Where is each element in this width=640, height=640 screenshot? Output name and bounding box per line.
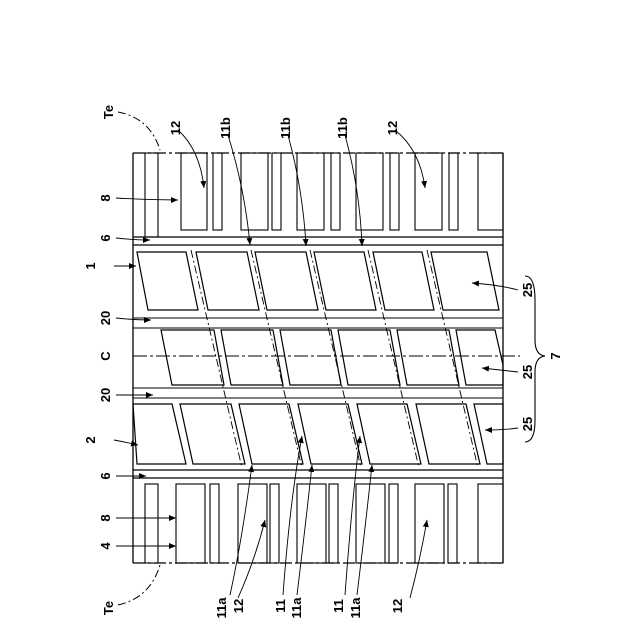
label-11b-a: 11b [218, 117, 233, 139]
center-land-region [133, 250, 503, 468]
label-8-bottom: 8 [98, 514, 113, 521]
inclined-groove-centerlines [191, 250, 478, 468]
te-top-leader [118, 112, 160, 150]
label-12-c: 12 [231, 599, 246, 613]
shoulder-blocks-bottom [133, 470, 503, 563]
label-te-top: Te [101, 105, 116, 119]
te-bottom-leader [118, 565, 160, 605]
label-7: 7 [548, 352, 563, 359]
label-12-d: 12 [390, 599, 405, 613]
label-11b-b: 11b [278, 117, 293, 139]
label-11-b: 11 [331, 599, 346, 613]
label-11a-a: 11a [214, 597, 229, 619]
label-1: 1 [83, 262, 98, 269]
label-2: 2 [83, 436, 98, 443]
label-te-bottom: Te [101, 601, 116, 615]
labels: Te 12 11b 11b 11b 12 8 6 1 20 C 20 2 6 8… [83, 105, 563, 619]
label-25-c: 25 [520, 417, 535, 431]
block-row-2 [161, 330, 503, 385]
label-20-a: 20 [98, 311, 113, 325]
label-11b-c: 11b [335, 117, 350, 139]
label-12-a: 12 [168, 121, 183, 135]
label-11a-b: 11a [289, 597, 304, 619]
label-11a-c: 11a [348, 597, 363, 619]
label-6-bottom: 6 [98, 472, 113, 479]
label-11-a: 11 [273, 599, 288, 613]
label-25-b: 25 [520, 365, 535, 379]
shoulder-blocks-top [133, 153, 503, 245]
label-20-b: 20 [98, 388, 113, 402]
label-8-top: 8 [98, 194, 113, 201]
block-row-1 [137, 252, 499, 310]
label-12-b: 12 [385, 121, 400, 135]
label-c: C [98, 351, 113, 361]
label-4: 4 [98, 542, 113, 550]
label-6-top: 6 [98, 234, 113, 241]
label-25-a: 25 [520, 283, 535, 297]
block-row-3 [133, 404, 503, 464]
